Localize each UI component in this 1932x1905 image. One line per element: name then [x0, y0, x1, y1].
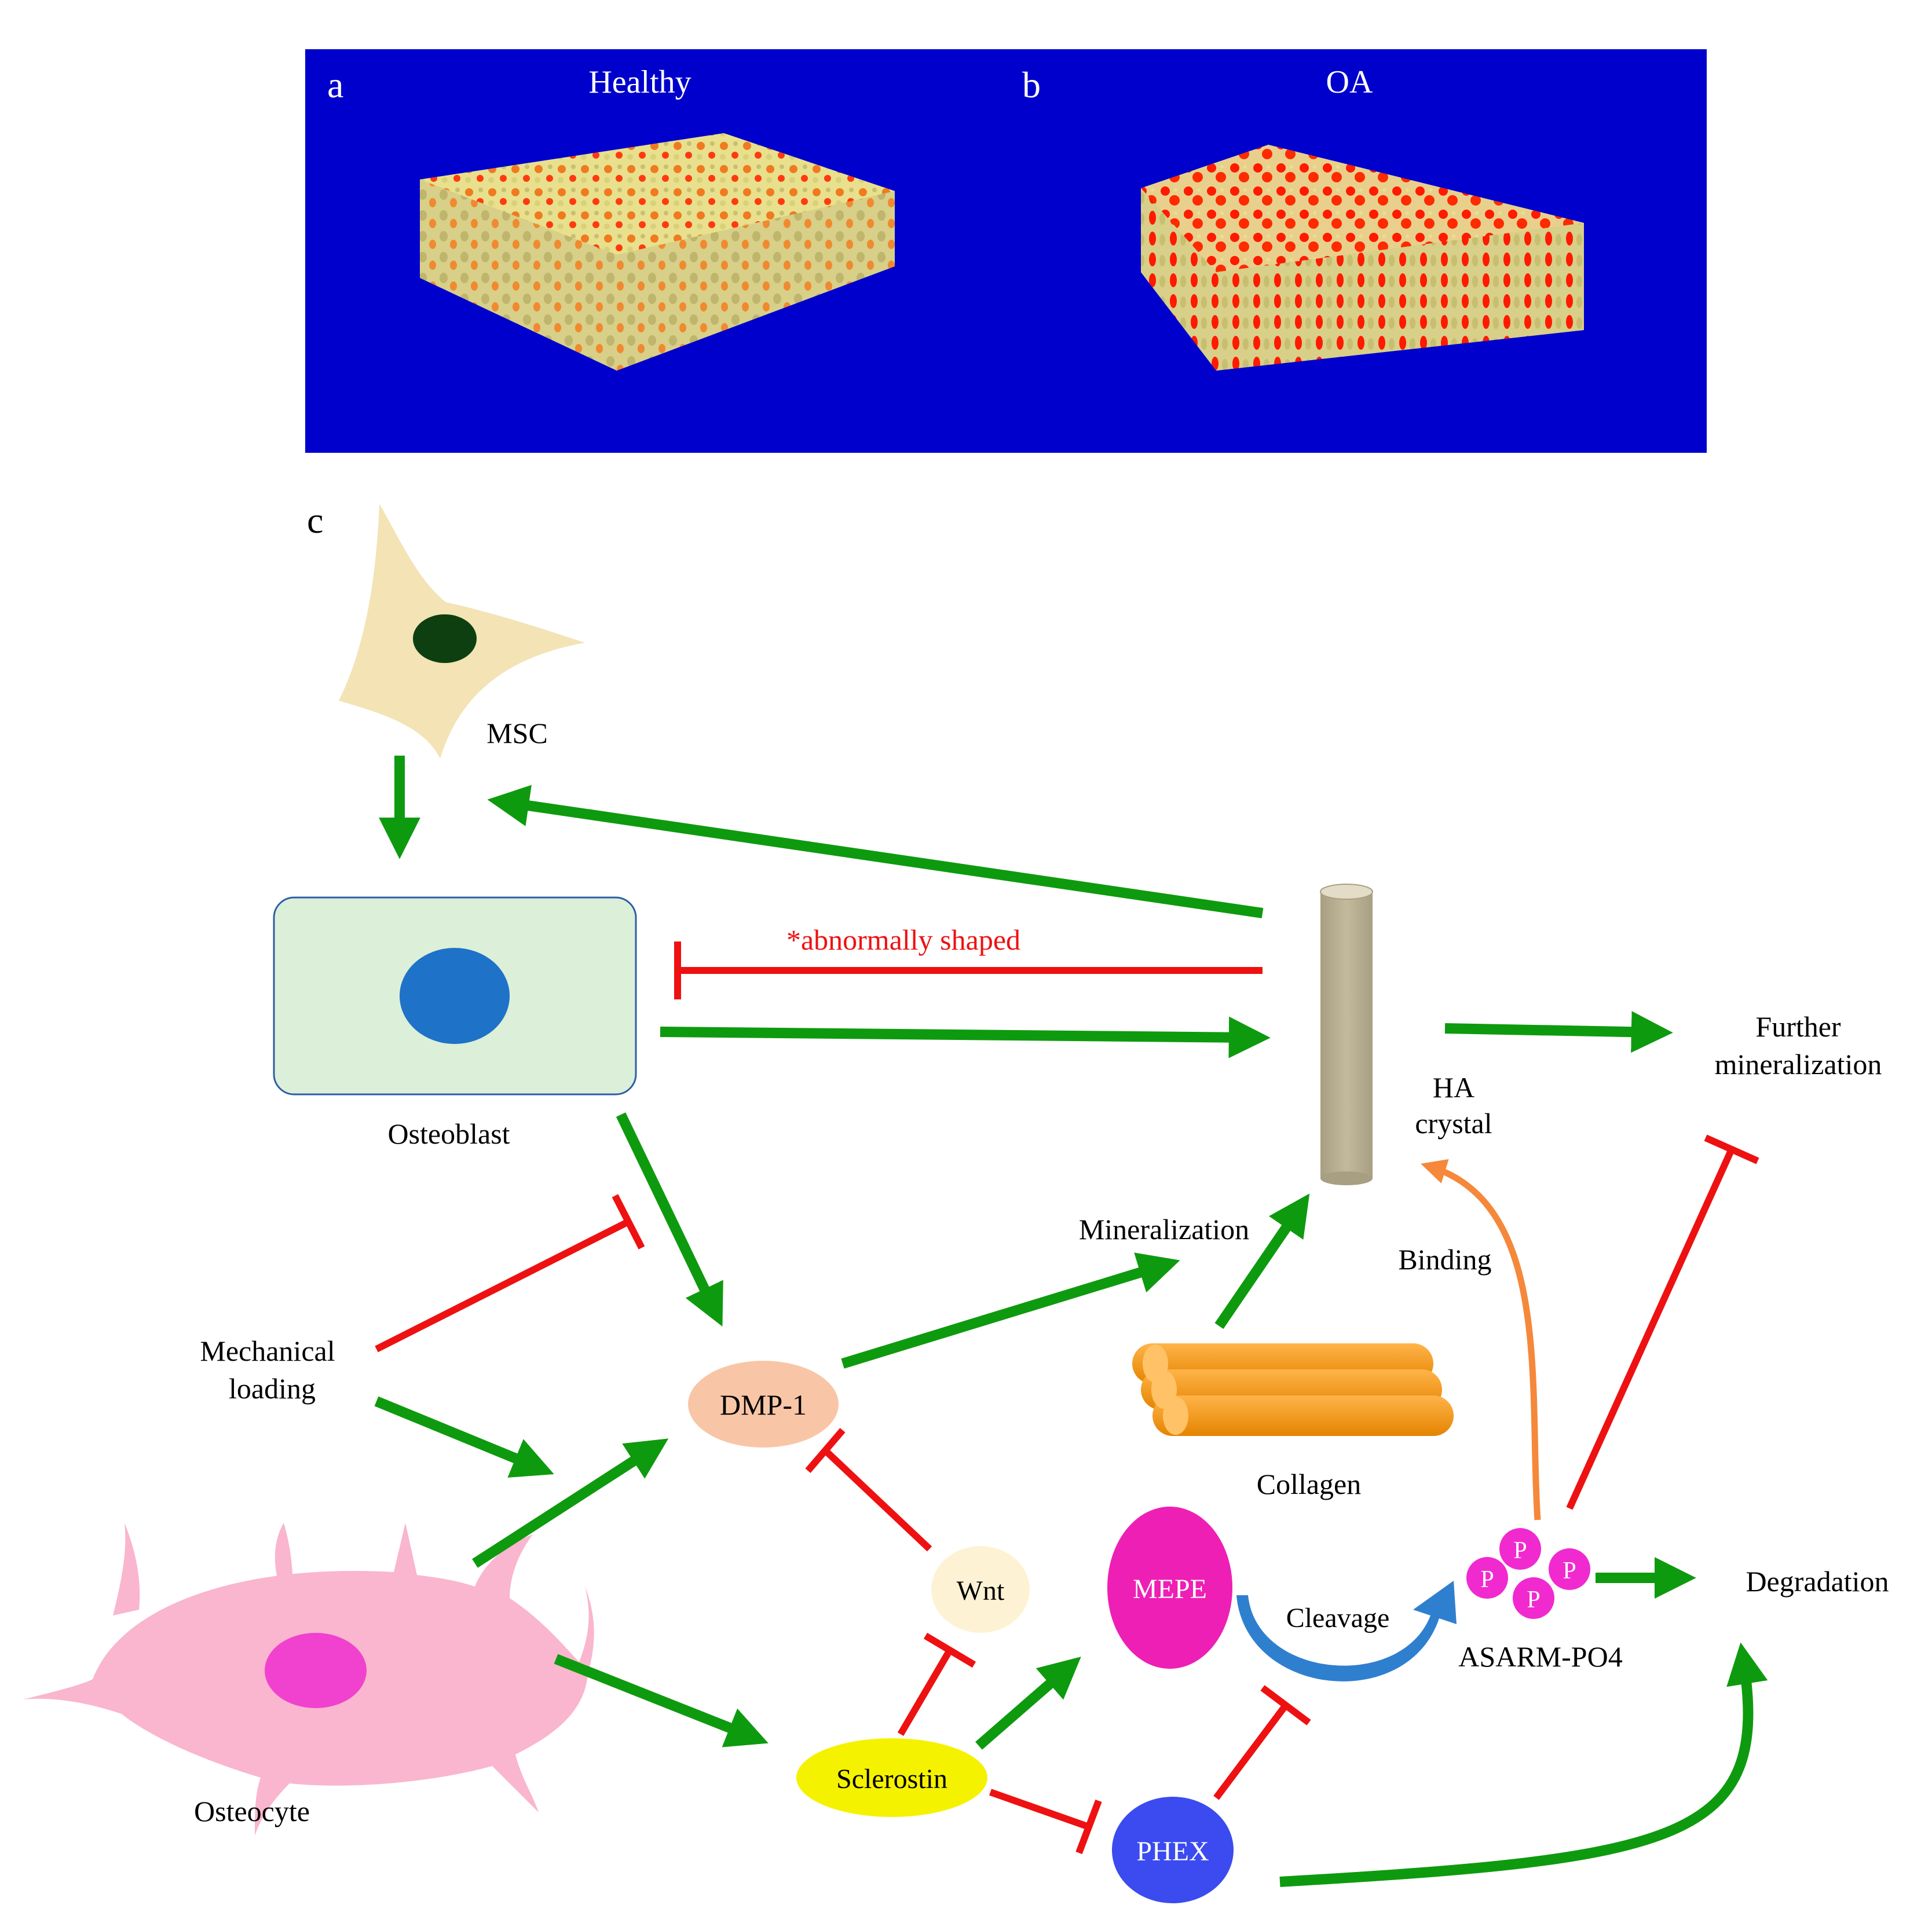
arrow-asarm-binding-crystal: [1421, 1159, 1541, 1521]
further-mineralization-label-1: Further: [1755, 1010, 1841, 1043]
arrow-collagen-to-crystal: [1214, 1193, 1310, 1329]
abnormally-shaped-label: *abnormally shaped: [786, 924, 1020, 956]
arrow-osteoblast-to-dmp1: [616, 1112, 723, 1327]
mepe-node: [1107, 1507, 1232, 1669]
panel-label-b: b: [1022, 64, 1041, 105]
asarm-po4-label: ASARM-PO4: [1458, 1640, 1622, 1673]
inhibit-wnt-dmp1: [805, 1428, 932, 1552]
inhibit-mechanical-loading-osteoblast-dmp1: [375, 1194, 645, 1353]
phex-label: PHEX: [1136, 1836, 1209, 1867]
inhibit-asarm-further-mineralization: [1566, 1134, 1759, 1510]
panel-title-oa: OA: [1326, 64, 1373, 100]
inhibit-sclerostin-wnt: [897, 1632, 976, 1737]
wnt-node: [931, 1546, 1030, 1633]
osteoblast-label: Osteoblast: [387, 1118, 510, 1150]
phosphate-p-4: P: [1527, 1587, 1540, 1613]
micro-ct-panel: a Healthy b OA: [305, 49, 1707, 453]
cleavage-arrow: [1236, 1581, 1457, 1681]
inhibit-sclerostin-phex: [989, 1789, 1102, 1855]
msc-label: MSC: [486, 717, 548, 749]
arrow-sclerostin-to-mepe: [975, 1657, 1081, 1750]
degradation-label: Degradation: [1746, 1565, 1889, 1598]
collagen-label: Collagen: [1257, 1468, 1362, 1500]
inhibit-phex-cleavage: [1213, 1685, 1311, 1800]
further-mineralization-label-2: mineralization: [1715, 1048, 1882, 1080]
panel-title-healthy: Healthy: [588, 64, 691, 100]
phosphate-p-3: P: [1563, 1558, 1576, 1584]
panel-label-c: c: [307, 500, 323, 541]
mepe-label: MEPE: [1133, 1574, 1207, 1604]
binding-label: Binding: [1398, 1243, 1491, 1276]
sclerostin-label: Sclerostin: [836, 1764, 947, 1794]
asarm-po4-cluster: P P P P: [1466, 1528, 1590, 1619]
sclerostin-node: [796, 1738, 987, 1817]
arrow-dmp1-to-mineralization: [841, 1252, 1180, 1369]
osteoblast-cell: [273, 896, 637, 1096]
mechanical-loading-label-2: loading: [229, 1372, 316, 1405]
osteocyte-label: Osteocyte: [194, 1795, 310, 1827]
mechanical-loading-label-1: Mechanical: [200, 1335, 335, 1367]
healthy-bone-render: [420, 133, 895, 371]
collagen-fibers: [1132, 1343, 1454, 1436]
phosphate-p-1: P: [1513, 1537, 1527, 1564]
phosphate-p-2: P: [1480, 1566, 1494, 1593]
msc-cell: [339, 504, 585, 759]
arrow-osteoblast-to-crystal: [660, 1016, 1271, 1058]
arrow-mechanical-loading-to-osteocyte: [374, 1396, 554, 1478]
osteocyte-cell: [23, 1523, 594, 1836]
inhibit-crystal-osteoblast: [674, 941, 1263, 999]
phex-node: [1112, 1797, 1234, 1903]
pathway-edges: [374, 756, 1768, 1887]
oa-bone-render: [1141, 145, 1584, 371]
mineralization-label: Mineralization: [1079, 1213, 1249, 1245]
arrow-osteocyte-to-dmp1: [472, 1438, 669, 1568]
ha-crystal-label-1: HA: [1433, 1071, 1474, 1104]
panel-label-a: a: [327, 64, 343, 105]
ha-crystal-label-2: crystal: [1415, 1107, 1492, 1140]
arrow-crystal-to-msc: [487, 785, 1264, 918]
cleavage-label: Cleavage: [1286, 1603, 1390, 1633]
dmp1-label: DMP-1: [720, 1389, 807, 1421]
dmp1-node: [688, 1361, 839, 1448]
arrow-osteocyte-to-sclerostin: [554, 1654, 769, 1748]
ha-crystal-rod: [1320, 884, 1373, 1185]
arrow-crystal-to-further-mineralization: [1444, 1011, 1673, 1053]
wnt-label: Wnt: [957, 1576, 1005, 1606]
arrow-phex-to-degradation: [1279, 1642, 1768, 1887]
